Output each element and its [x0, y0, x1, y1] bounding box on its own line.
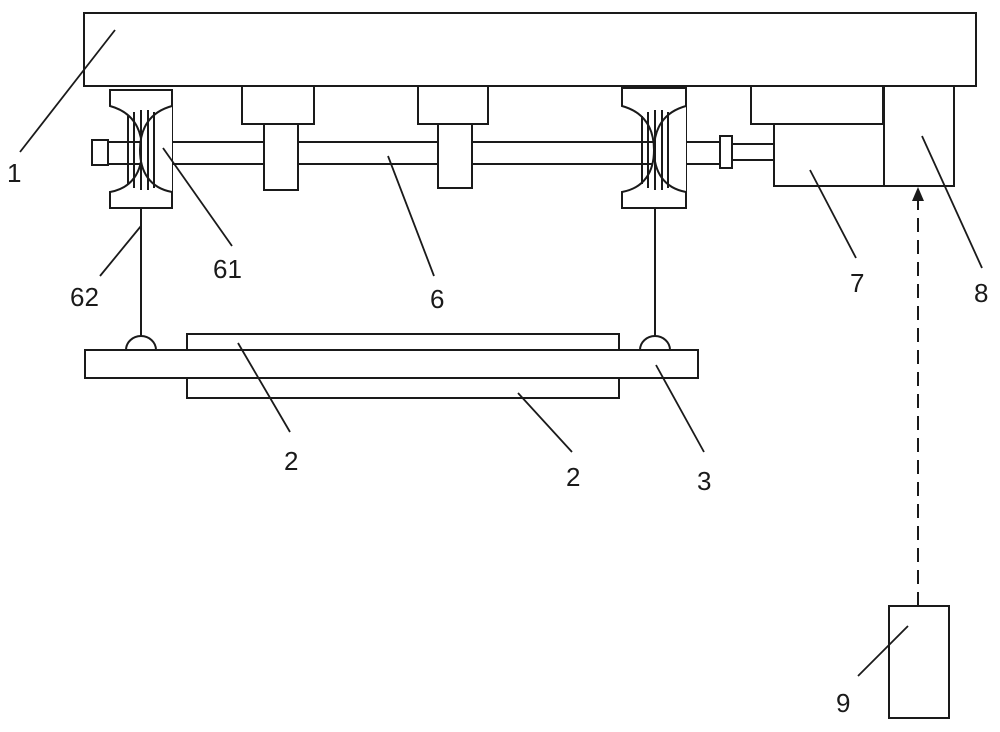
pulley-right [621, 87, 687, 209]
leader-3 [655, 364, 705, 453]
label-61: 61 [213, 254, 242, 284]
pulley-left [109, 89, 173, 209]
panel-lower [186, 377, 620, 399]
leader-2a [237, 342, 291, 433]
signal-arrow-icon [912, 187, 924, 201]
label-1: 1 [7, 158, 21, 188]
leader-2b [517, 392, 573, 453]
controller-box [883, 85, 955, 187]
leader-9 [857, 625, 909, 677]
label-7: 7 [850, 268, 864, 298]
leader-1 [19, 29, 116, 153]
label-9: 9 [836, 688, 850, 718]
motor [750, 85, 885, 187]
hook-left [124, 335, 158, 351]
label-8: 8 [974, 278, 988, 308]
leader-61 [162, 147, 233, 247]
label-62: 62 [70, 282, 99, 312]
label-6: 6 [430, 284, 444, 314]
bearing-block-right [417, 85, 489, 189]
label-2a: 2 [284, 446, 298, 476]
panel-upper [186, 333, 620, 351]
leader-7 [809, 169, 857, 259]
hook-right [638, 335, 672, 351]
label-2b: 2 [566, 462, 580, 492]
top-beam [83, 12, 977, 87]
leader-62 [99, 225, 142, 277]
leader-6 [387, 155, 435, 277]
bearing-block-left [241, 85, 315, 191]
lifting-platform [84, 349, 699, 379]
label-3: 3 [697, 466, 711, 496]
remote-control [888, 605, 950, 719]
leader-8 [921, 135, 983, 269]
